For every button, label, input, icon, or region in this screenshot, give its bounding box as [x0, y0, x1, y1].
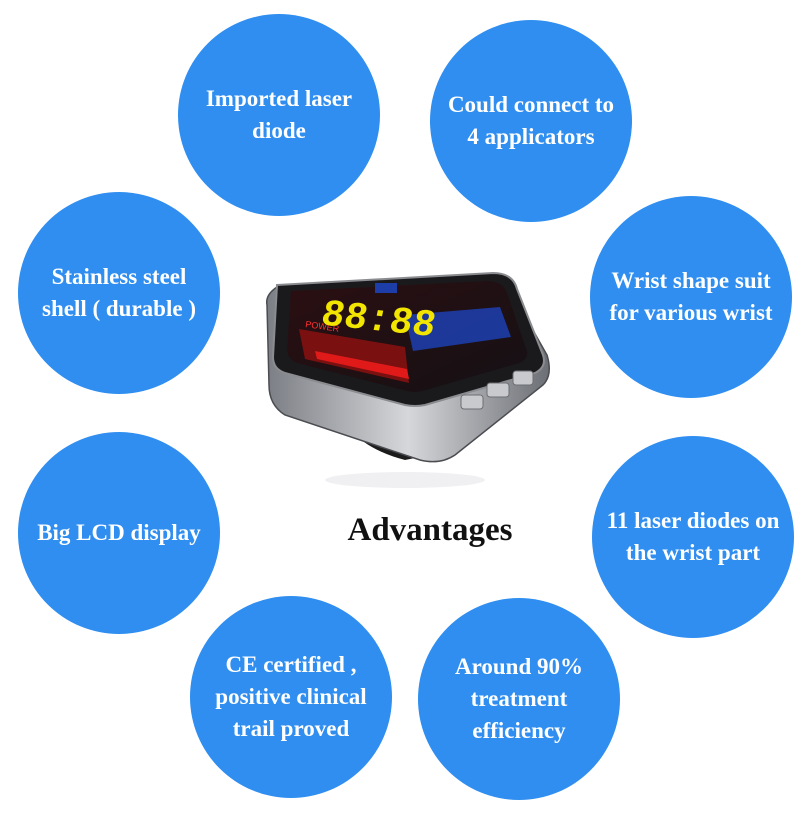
lcd-status-panel — [405, 307, 511, 351]
feature-bubble-lcd-display: Big LCD display — [18, 432, 220, 634]
feature-text: Stainless steel shell ( durable ) — [42, 263, 196, 321]
feature-bubble-applicators: Could connect to 4 applicators — [430, 20, 632, 222]
device-reflection — [325, 472, 485, 488]
feature-text: Wrist shape suit for various wrist — [609, 267, 773, 325]
feature-text: Big LCD display — [37, 519, 201, 545]
feature-text: CE certified , positive clinical trail p… — [215, 651, 367, 742]
laser-watch-device-image: POWER 88:88 — [265, 271, 550, 488]
feature-bubble-imported-laser: Imported laser diode — [178, 14, 380, 216]
lcd-power-bar — [315, 351, 409, 379]
power-label: POWER — [305, 319, 341, 334]
feature-bubble-wrist-shape: Wrist shape suit for various wrist — [590, 196, 792, 398]
feature-bubble-laser-diodes: 11 laser diodes on the wrist part — [592, 436, 794, 638]
mode-button — [512, 370, 534, 386]
feature-text: Could connect to 4 applicators — [447, 91, 615, 149]
feature-bubble-efficiency: Around 90% treatment efficiency — [418, 598, 620, 800]
feature-text: Imported laser diode — [205, 85, 353, 143]
page-title: Advantages — [347, 512, 513, 548]
power-button — [460, 394, 484, 410]
battery-indicator — [375, 283, 397, 293]
feature-text: 11 laser diodes on the wrist part — [606, 507, 780, 565]
feature-text: Around 90% treatment efficiency — [454, 653, 584, 744]
feature-bubble-stainless-shell: Stainless steel shell ( durable ) — [18, 192, 220, 394]
p-button — [486, 382, 510, 398]
feature-bubble-ce-certified: CE certified , positive clinical trail p… — [190, 596, 392, 798]
